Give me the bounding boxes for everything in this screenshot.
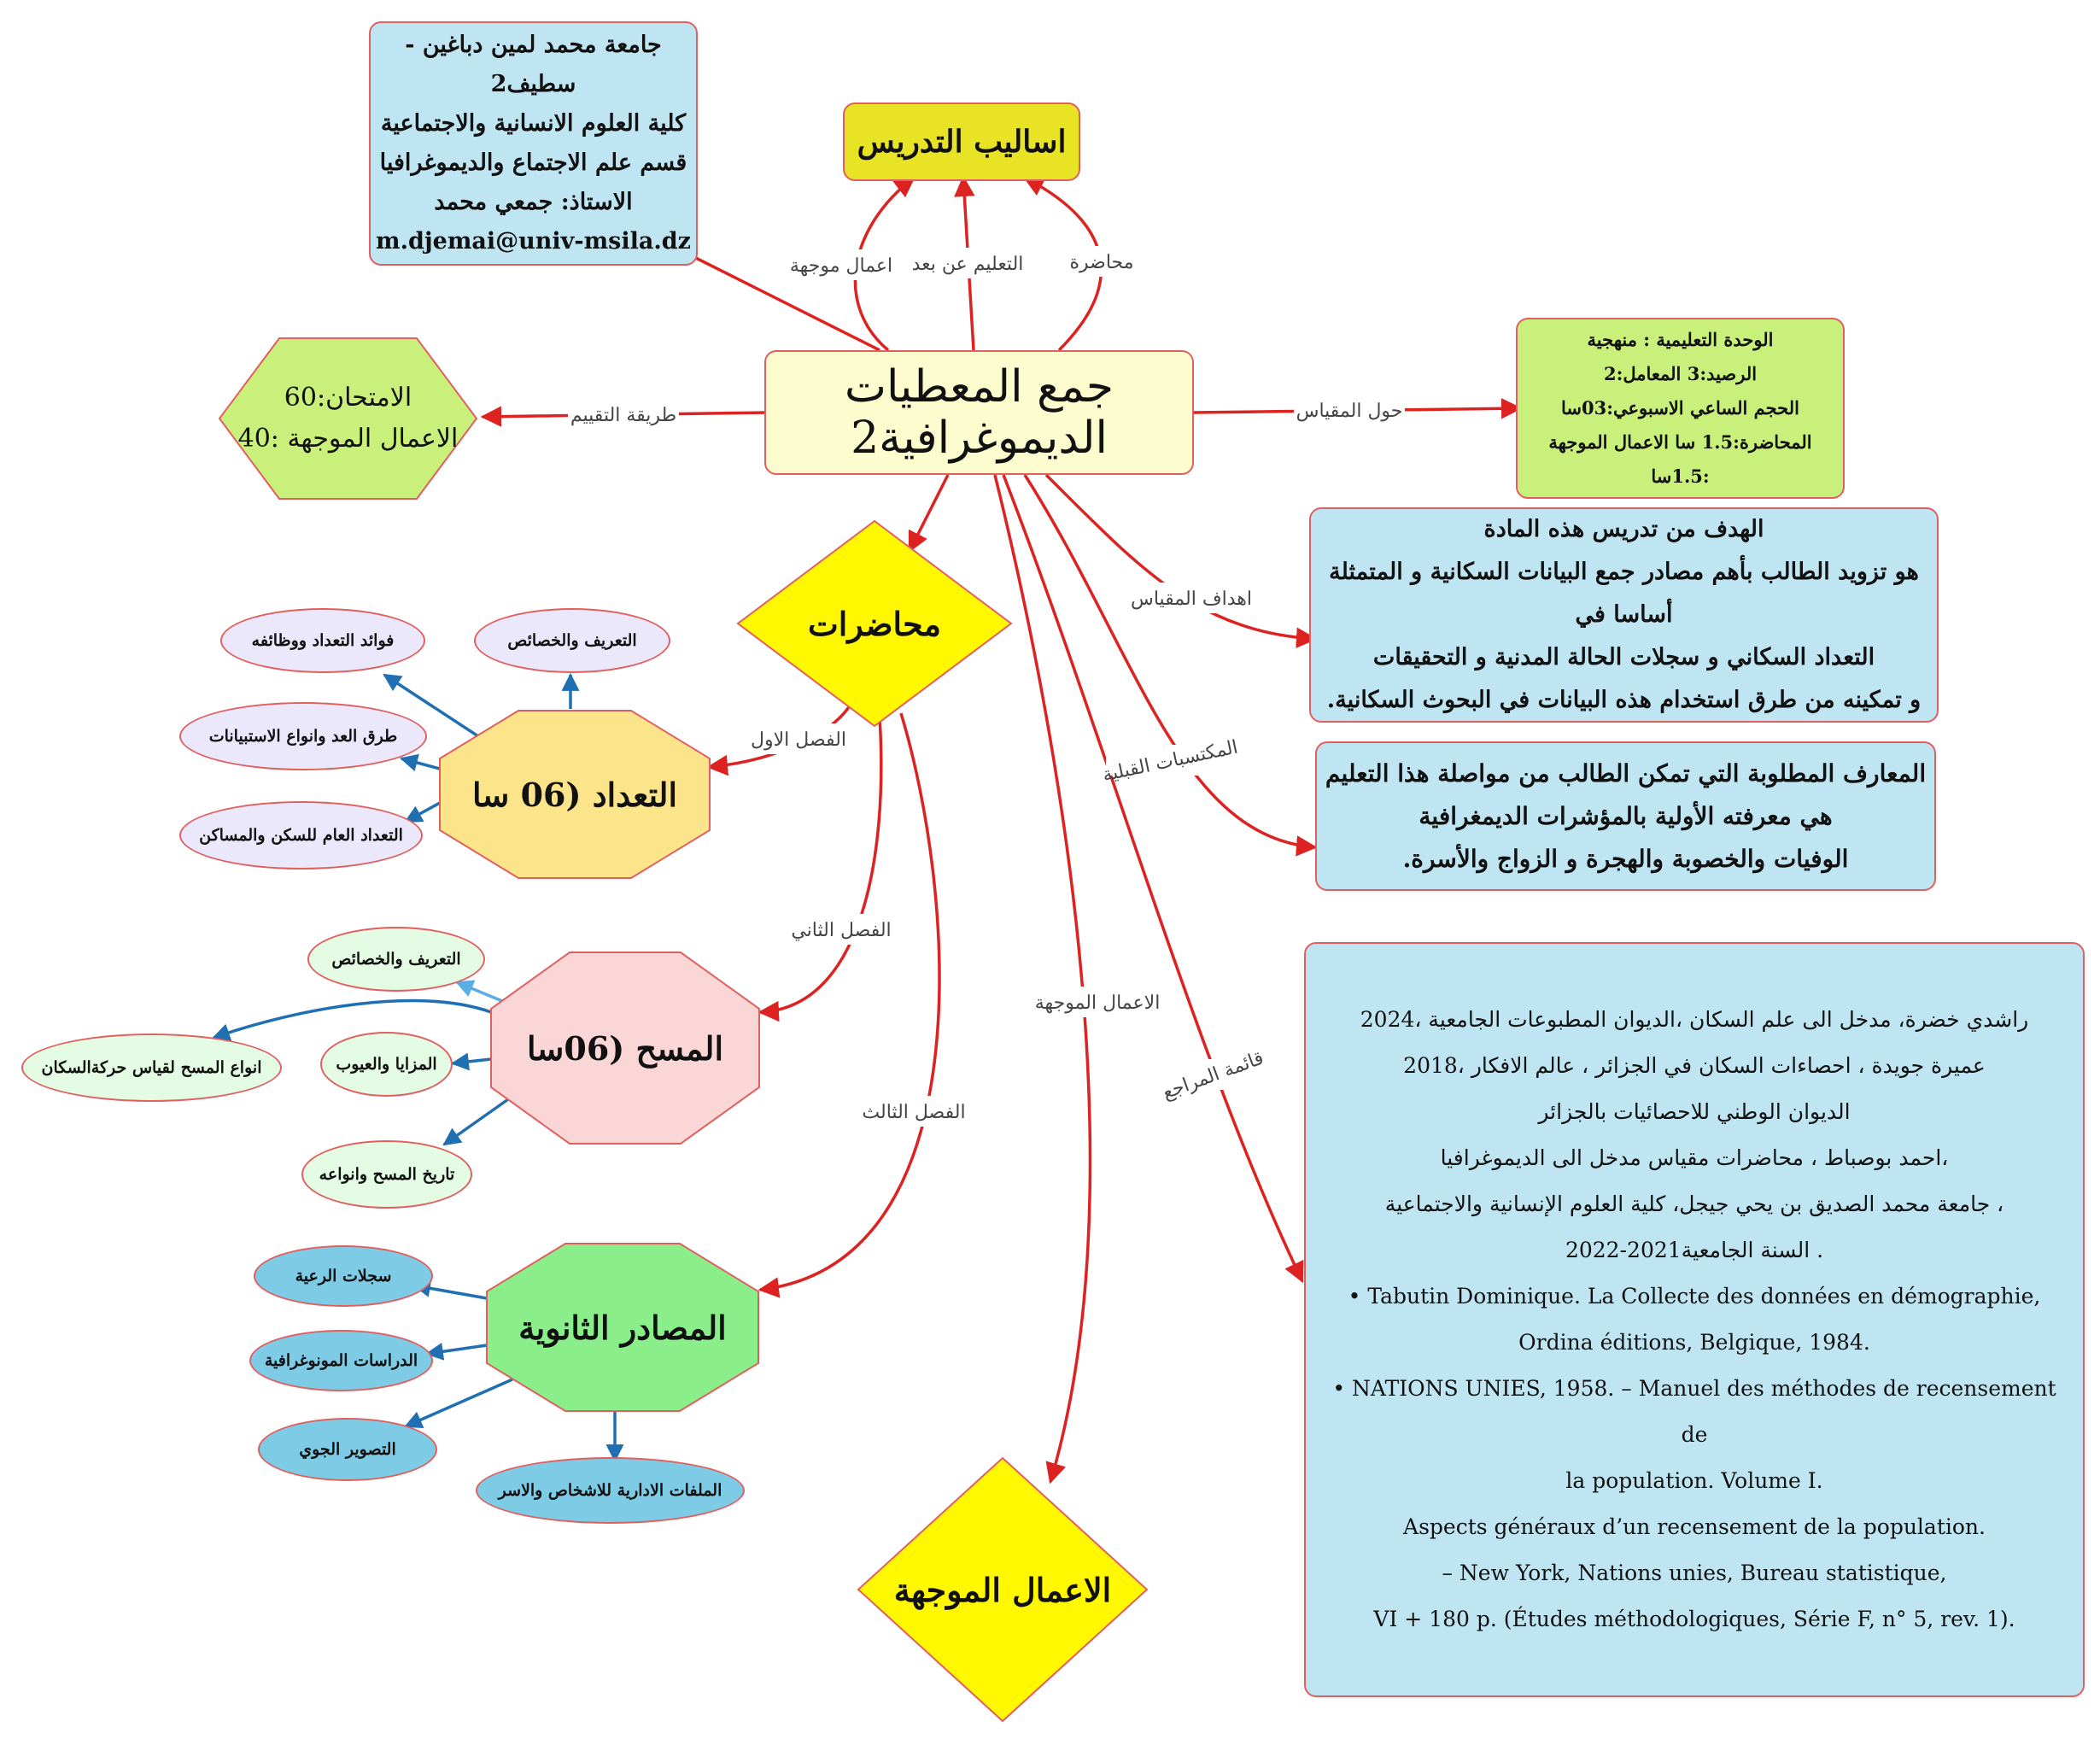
teaching-methods-box: اساليب التدريس	[843, 102, 1080, 181]
edge-label-evaluation: طريقة التقييم	[570, 405, 676, 426]
census-title: التعداد (06 سا	[471, 775, 678, 814]
objectives-line-4: و تمكينه من طرق استخدام هذه البيانات في …	[1326, 687, 1922, 713]
module-split: المحاضرة:1.5 سا الاعمال الموجهة :1.5سا	[1548, 431, 1812, 487]
edge-label-objectives: اهداف المقياس	[1131, 588, 1252, 610]
link-census-sub-2	[383, 673, 479, 738]
survey-sub-types: انواع المسح لقياس حركةالسكان	[21, 1034, 282, 1102]
module-unit: الوحدة التعليمية : منهجية	[1587, 329, 1774, 350]
edge-label-distance: التعليم عن بعد	[912, 254, 1024, 275]
link-university	[659, 239, 880, 352]
link-prerequisites	[1023, 474, 1318, 857]
university-box: جامعة محمد لمين دباغين - سطيف2 كلية العل…	[369, 21, 698, 266]
secondary-sub-aerial: التصوير الجوي	[258, 1418, 437, 1481]
references-box: راشدي خضرة، مدخل الى علم السكان ،الديوان…	[1304, 942, 2085, 1697]
reference-6: . السنة الجامعية2021-2022	[1565, 1238, 1824, 1262]
link-census-sub-3	[399, 753, 441, 772]
tutorials-title: الاعمال الموجهة	[893, 1570, 1112, 1609]
prerequisites-box: المعارف المطلوبة التي تمكن الطالب من موا…	[1315, 741, 1936, 891]
edge-label-ch1: الفصل الاول	[751, 729, 846, 751]
link-lectures	[908, 474, 950, 553]
department-name: قسم علم الاجتماع والديموغرافيا	[379, 149, 687, 176]
prerequisites-line-1: المعارف المطلوبة التي تمكن الطالب من موا…	[1325, 758, 1927, 788]
university-name: جامعة محمد لمين دباغين - سطيف2	[405, 32, 662, 97]
reference-1: راشدي خضرة، مدخل الى علم السكان ،الديوان…	[1360, 1007, 2029, 1032]
lectures-diamond: محاضرات	[736, 519, 1013, 728]
reference-5: ، جامعة محمد الصديق بن يحي جيجل، كلية ال…	[1384, 1192, 2004, 1216]
secondary-sub-monographic: الدراسات المونوغرافية	[249, 1330, 433, 1391]
latin-references: • Tabutin Dominique. La Collecte des don…	[1332, 1274, 2056, 1643]
census-sub-definition: التعريف والخصائص	[474, 608, 670, 673]
survey-octagon: المسح (06سا	[489, 951, 761, 1145]
link-objectives	[1044, 473, 1318, 648]
link-census-sub-4	[404, 801, 441, 823]
reference-latin-3: • NATIONS UNIES, 1958. – Manuel des méth…	[1332, 1376, 2056, 1401]
secondary-title: المصادر الثانوية	[518, 1308, 727, 1347]
link-tutorials	[993, 474, 1092, 1484]
evaluation-tutorials: الاعمال الموجهة :40	[237, 424, 459, 454]
faculty-name: كلية العلوم الانسانية والاجتماعية	[380, 110, 687, 137]
edge-label-tutorials: الاعمال الموجهة	[1035, 993, 1161, 1014]
objectives-box: الهدف من تدريس هذه المادة هو تزويد الطال…	[1309, 507, 1939, 723]
link-ch2	[758, 717, 883, 1022]
module-info-box: الوحدة التعليمية : منهجية الرصيد:3 المعا…	[1516, 318, 1845, 499]
objectives-line-2: هو تزويد الطالب بأهم مصادر جمع البيانات …	[1329, 559, 1919, 628]
edge-label-tutorials-method: اعمال موجهة	[790, 255, 892, 277]
census-sub-benefits: فوائد التعداد ووظائفه	[220, 608, 425, 673]
central-topic: جمع المعطيات الديموغرافية2	[764, 350, 1194, 475]
evaluation-hexagon: الامتحان:60 الاعمال الموجهة :40	[218, 337, 478, 501]
reference-4: ،احمد بوصباط ، محاضرات مقياس مدخل الى ال…	[1440, 1145, 1949, 1170]
reference-latin-7: – New York, Nations unies, Bureau statis…	[1442, 1561, 1947, 1585]
teacher-email: m.djemai@univ-msila.dz	[376, 228, 691, 255]
link-survey-sub-1	[455, 980, 503, 1003]
central-title: جمع المعطيات الديموغرافية2	[845, 361, 1114, 464]
prerequisites-line-3: الوفيات والخصوبة والهجرة و الزواج والأسر…	[1402, 844, 1849, 873]
edge-label-ch2: الفصل الثاني	[791, 920, 891, 941]
link-survey-sub-2	[212, 998, 492, 1041]
survey-sub-pros-cons: المزايا والعيوب	[320, 1032, 453, 1097]
objectives-line-3: التعداد السكاني و سجلات الحالة المدنية و…	[1372, 644, 1875, 670]
objectives-line-1: الهدف من تدريس هذه المادة	[1483, 516, 1764, 542]
reference-latin-8: VI + 180 p. (Études méthodologiques, Sér…	[1373, 1607, 2015, 1631]
edge-label-about: حول المقياس	[1296, 401, 1403, 422]
teaching-methods-title: اساليب التدريس	[857, 124, 1067, 160]
census-sub-methods: طرق العد وانواع الاستبيانات	[179, 702, 427, 770]
module-credits: الرصيد:3 المعامل:2	[1603, 363, 1758, 384]
reference-3: الديوان الوطني للاحصائيات بالجزائر	[1538, 1099, 1851, 1124]
secondary-octagon: المصادر الثانوية	[485, 1242, 760, 1413]
reference-latin-6: Aspects généraux d’un recensement de la …	[1403, 1514, 1986, 1539]
link-secondary-sub-3	[404, 1378, 513, 1428]
link-secondary-sub-2	[424, 1342, 488, 1361]
link-survey-sub-3	[450, 1052, 492, 1071]
link-survey-sub-4	[442, 1092, 518, 1146]
link-references	[1002, 474, 1304, 1284]
prerequisites-line-2: هي معرفته الأولية بالمؤشرات الديمغرافية	[1419, 801, 1833, 830]
census-octagon: التعداد (06 سا	[438, 709, 711, 880]
evaluation-exam: الامتحان:60	[284, 383, 412, 413]
reference-latin-2: Ordina éditions, Belgique, 1984.	[1518, 1330, 1870, 1355]
reference-latin-5: la population. Volume I.	[1565, 1468, 1823, 1493]
teacher-name: الاستاذ: جمعي محمد	[434, 189, 633, 215]
secondary-sub-parish: سجلات الرعية	[254, 1245, 433, 1307]
tutorials-diamond: الاعمال الموجهة	[857, 1456, 1149, 1723]
edge-label-prerequisites: المكتسبات القبلية	[1101, 736, 1240, 786]
secondary-sub-admin-files: الملفات الادارية للاشخاص والاسر	[476, 1457, 745, 1524]
edge-label-lecture: محاضرة	[1069, 252, 1133, 273]
edge-label-ch3: الفصل الثالث	[862, 1102, 965, 1123]
module-hours: الحجم الساعي الاسبوعي:03سا	[1561, 397, 1799, 419]
reference-2: عميرة جويدة ، احصاءات السكان في الجزائر …	[1403, 1053, 1986, 1078]
survey-sub-definition: التعريف والخصائص	[307, 927, 485, 992]
survey-sub-history: تاريخ المسح وانواعه	[301, 1140, 472, 1209]
reference-latin-1: • Tabutin Dominique. La Collecte des don…	[1348, 1284, 2041, 1309]
lectures-title: محاضرات	[807, 604, 942, 643]
reference-latin-4: de	[1681, 1422, 1708, 1447]
census-sub-housing: التعداد العام للسكن والمساكن	[179, 801, 423, 870]
survey-title: المسح (06سا	[526, 1028, 724, 1068]
link-ch3	[758, 712, 941, 1298]
